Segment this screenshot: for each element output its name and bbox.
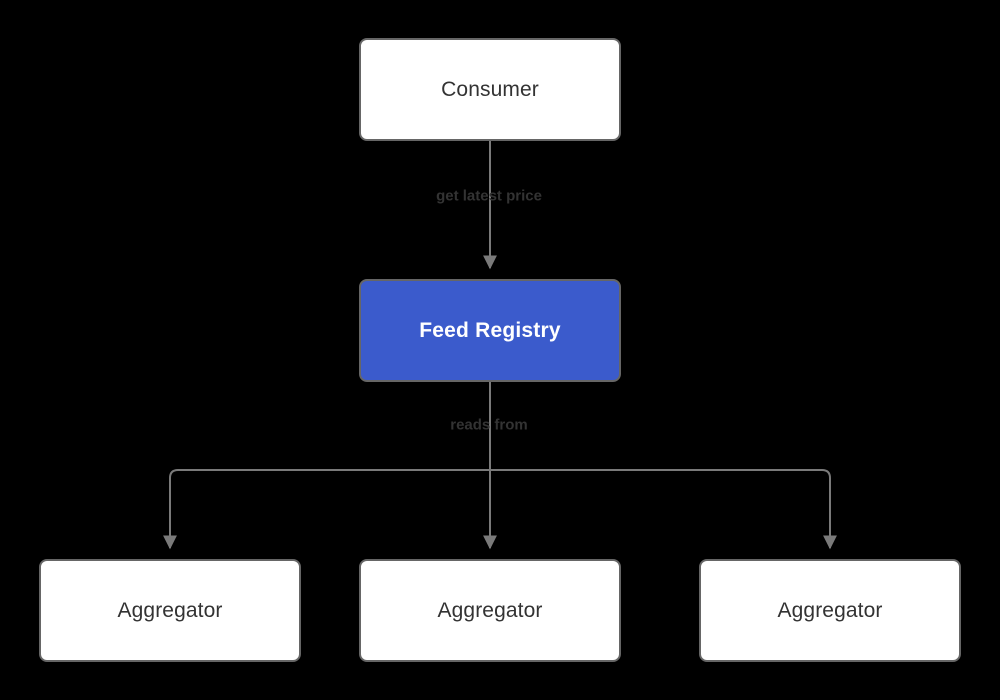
connector-bus-right — [490, 469, 837, 550]
edge-label-get-latest-price: get latest price — [436, 187, 542, 205]
node-aggregator-2-label: Aggregator — [437, 598, 543, 622]
node-feed-registry-label: Feed Registry — [419, 318, 561, 342]
node-aggregator-1[interactable]: Aggregator — [39, 559, 301, 662]
node-consumer-label: Consumer — [441, 77, 539, 101]
node-aggregator-1-label: Aggregator — [117, 598, 223, 622]
node-feed-registry[interactable]: Feed Registry — [359, 279, 621, 382]
node-consumer[interactable]: Consumer — [359, 38, 621, 141]
node-aggregator-3[interactable]: Aggregator — [699, 559, 961, 662]
connector-bus-left — [163, 469, 490, 550]
edge-label-reads-from: reads from — [450, 416, 528, 434]
node-aggregator-2[interactable]: Aggregator — [359, 559, 621, 662]
node-aggregator-3-label: Aggregator — [777, 598, 883, 622]
